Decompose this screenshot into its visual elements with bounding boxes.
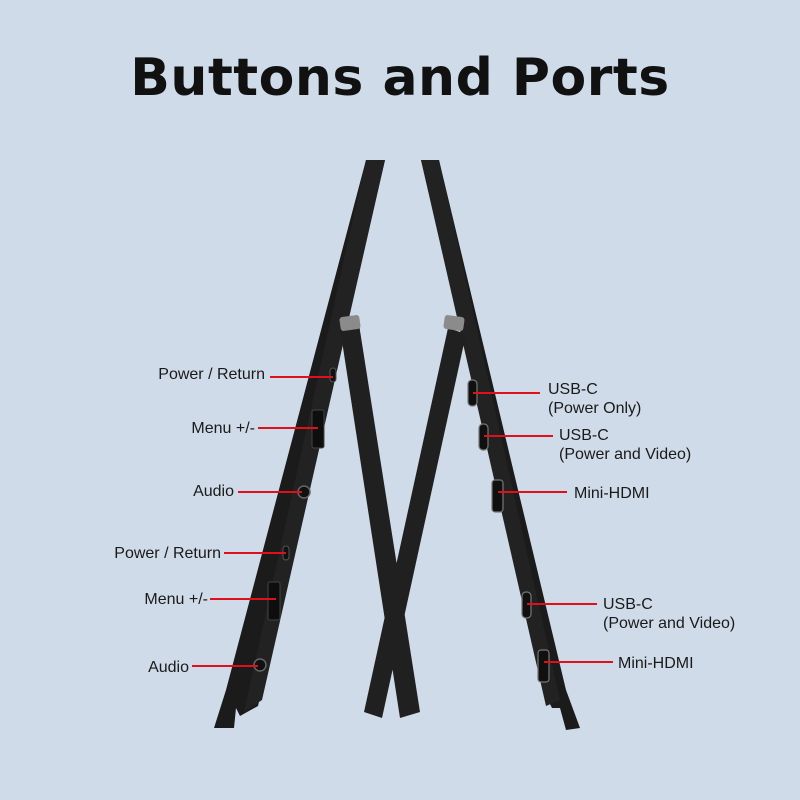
label-mini-hdmi: Mini-HDMI	[618, 655, 694, 672]
page-title: Buttons and Ports	[130, 48, 670, 108]
label-line-2: (Power Only)	[548, 400, 642, 417]
right-monitor	[364, 160, 580, 730]
right-monitor-ports	[467, 379, 550, 683]
label-line-1: USB-C	[548, 381, 598, 398]
label-usb-c-power-only: USB-C (Power Only)	[548, 380, 641, 418]
label-audio: Audio	[148, 659, 189, 676]
label-power-return: Power / Return	[158, 366, 265, 383]
label-menu: Menu +/-	[191, 420, 255, 437]
callout-lines	[192, 376, 613, 667]
label-line-2: (Power and Video)	[559, 446, 692, 463]
label-mini-hdmi: Mini-HDMI	[574, 485, 650, 502]
label-line-1: USB-C	[603, 596, 653, 613]
label-usb-c-power-video: USB-C (Power and Video)	[559, 426, 691, 464]
label-power-return: Power / Return	[114, 545, 221, 562]
label-menu: Menu +/-	[144, 591, 208, 608]
label-audio: Audio	[193, 483, 234, 500]
label-line-1: USB-C	[559, 427, 609, 444]
label-line-2: (Power and Video)	[603, 615, 736, 632]
label-usb-c-power-video: USB-C (Power and Video)	[603, 595, 735, 633]
